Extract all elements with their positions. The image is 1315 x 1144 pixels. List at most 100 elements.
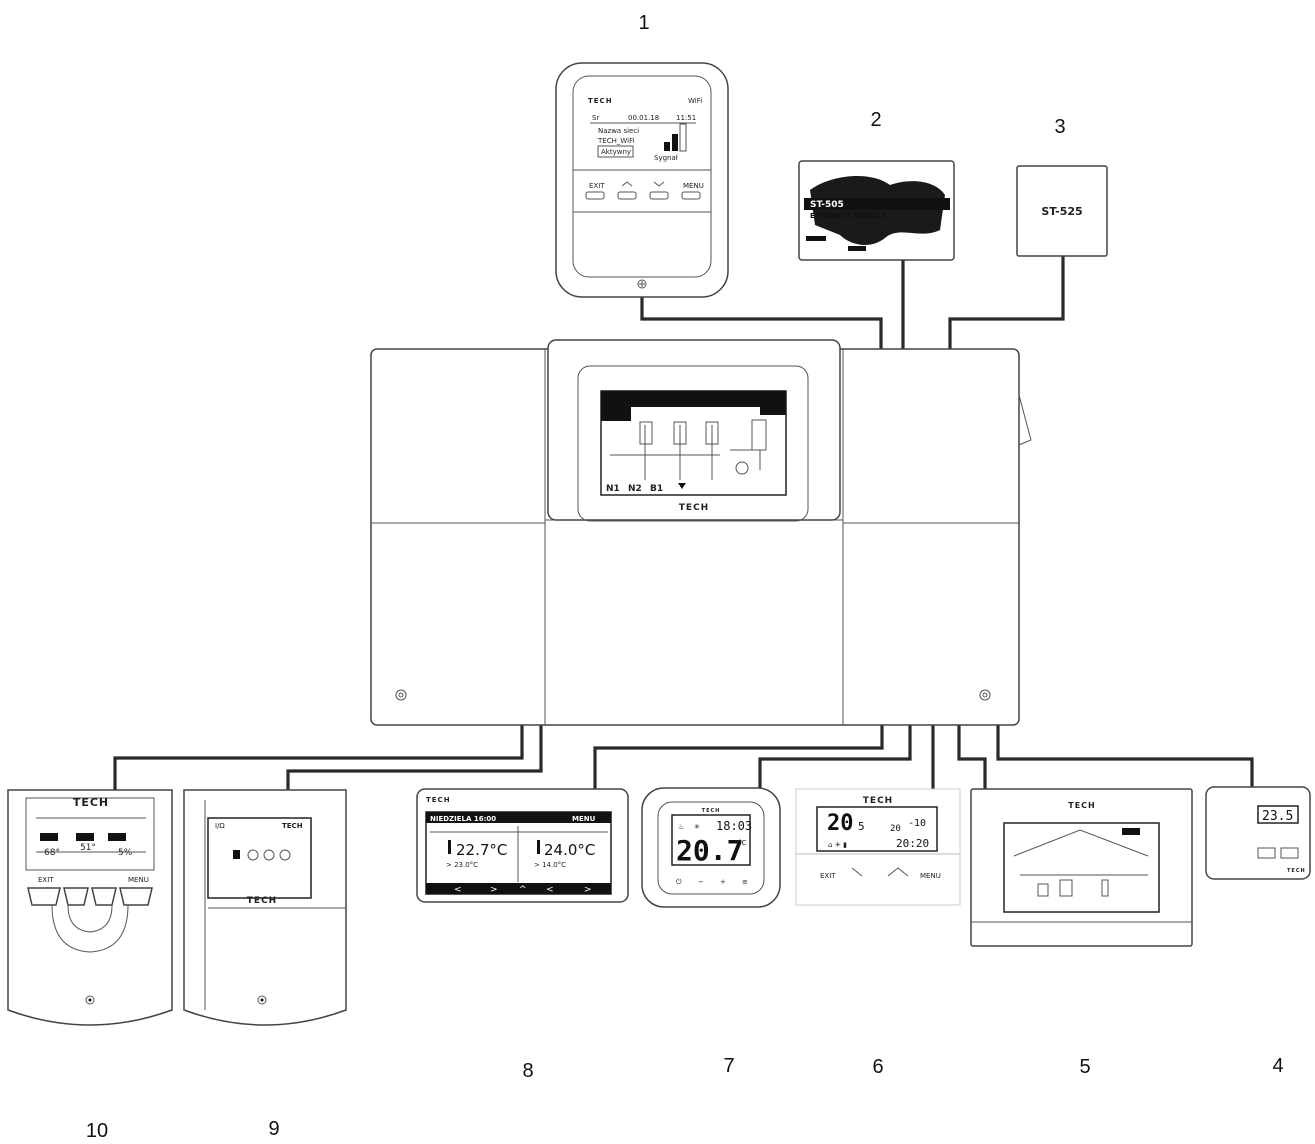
chevron-down-icon [653, 181, 665, 187]
label-9: 9 [268, 1118, 279, 1140]
chevron-down-icon [851, 867, 863, 877]
device6-time: 20:20 [896, 837, 929, 850]
device6-big-temp-dec: 5 [858, 820, 865, 833]
device8-menu: MENU [572, 815, 596, 823]
device7-touch-buttons: ⏻ − + ≡ [676, 878, 748, 886]
device7-time: 18:03 [716, 819, 752, 833]
device10-buttons: EXIT MENU [27, 876, 153, 906]
device8-nav-4: < [546, 885, 554, 895]
device-4-room-sensor: 23.5 TECH [1205, 786, 1311, 880]
device7-unit: °C [738, 839, 747, 847]
device1-button-row: EXIT MENU [585, 181, 704, 200]
device1-status: Aktywny [601, 148, 631, 156]
screw-icon [257, 995, 267, 1005]
device5-logo: TECH [1068, 801, 1096, 810]
device9-icons [233, 849, 291, 861]
device2-subtitle: ETHERNET MODULE [810, 212, 887, 220]
device1-exit-label: EXIT [589, 182, 605, 190]
device-8-touch-panel: TECH NIEDZIELA 16:00 MENU 22.7°C > 23.0°… [416, 788, 629, 903]
label-3: 3 [1054, 116, 1065, 138]
device4-logo: TECH [1287, 868, 1306, 874]
device8-temp-1: 22.7°C [456, 841, 507, 859]
device6-status-icons: ⌂ ☀ ▮ [828, 841, 847, 849]
device8-set-1: > 23.0°C [446, 861, 478, 869]
label-8: 8 [522, 1060, 533, 1082]
device10-menu-label: MENU [128, 876, 149, 884]
thermometer-icon [448, 840, 451, 854]
screw-icon [85, 995, 95, 1005]
connection-wires [113, 228, 1254, 792]
device7-temp: 20.7 [676, 834, 743, 867]
minus-icon: − [698, 878, 704, 886]
screw-icon [979, 689, 991, 701]
sun-icon: ✳ [694, 823, 700, 831]
label-6: 6 [872, 1056, 883, 1078]
device9-status: I/Ω [215, 822, 225, 830]
screen-label-n2: N2 [628, 484, 642, 494]
device1-network-label: Nazwa sieci [598, 127, 639, 135]
chevron-up-icon [887, 867, 909, 877]
device7-logo: TECH [702, 808, 721, 814]
device-10-controller: TECH 68° 51° 5% EXIT MENU [7, 789, 173, 1026]
menu-icon: ≡ [742, 878, 748, 886]
label-7: 7 [723, 1055, 734, 1077]
device6-small-temp: 20 [890, 824, 901, 834]
device8-header: NIEDZIELA 16:00 [430, 815, 496, 823]
device-7-room-regulator: TECH ♨ ✳ 18:03 20.7 °C ⏻ − + ≡ [641, 787, 781, 908]
device2-model: ST-505 [810, 200, 844, 210]
device-2-st505: ST-505 ETHERNET MODULE [798, 160, 955, 261]
device1-menu-label: MENU [683, 182, 704, 190]
device6-outdoor: -10 [908, 818, 926, 829]
device-6-room-regulator: TECH 20 5 -10 20 20:20 ⌂ ☀ ▮ EXIT MENU [795, 788, 961, 906]
device1-logo: TECH [588, 97, 613, 105]
device6-exit-label: EXIT [820, 872, 836, 880]
device3-model: ST-525 [1041, 205, 1082, 218]
device1-signal: Sygnał [654, 154, 678, 162]
world-map-icon [810, 175, 945, 246]
label-5: 5 [1079, 1056, 1090, 1078]
device8-nav-2: > [490, 885, 498, 895]
device8-nav-5: > [584, 885, 592, 895]
device10-value-3: 5% [118, 848, 133, 858]
device6-big-temp: 20 [827, 811, 854, 836]
device6-logo: TECH [863, 796, 893, 806]
device-5-touch-panel: TECH [970, 788, 1193, 947]
screw-icon [395, 689, 407, 701]
device8-temp-2: 24.0°C [544, 841, 595, 859]
device6-menu-label: MENU [920, 872, 941, 880]
label-1: 1 [638, 12, 649, 34]
label-10: 10 [86, 1120, 108, 1142]
device-3-st525: ST-525 [1016, 165, 1108, 257]
device10-exit-label: EXIT [38, 876, 54, 884]
screw-icon [637, 279, 647, 289]
device10-value-2: 51° [80, 843, 96, 853]
device4-display: 23.5 [1262, 809, 1293, 824]
device1-date: 00.01.18 [628, 114, 659, 122]
chevron-up-icon [621, 181, 633, 187]
label-4: 4 [1272, 1055, 1283, 1077]
label-2: 2 [870, 109, 881, 131]
device8-logo: TECH [426, 796, 451, 804]
device1-day: Sr [592, 114, 599, 122]
thermometer-icon [537, 840, 540, 854]
house-roof-icon [1013, 829, 1149, 857]
device9-screen-logo: TECH [282, 822, 303, 830]
screen-label-b1: B1 [650, 484, 663, 494]
device-9-controller: I/Ω TECH TECH [183, 789, 347, 1026]
triangle-down-icon [678, 483, 686, 489]
plus-icon: + [720, 878, 726, 886]
device1-time: 11:51 [676, 114, 696, 122]
device8-nav-1: < [454, 885, 462, 895]
device9-logo: TECH [247, 896, 277, 906]
main-controller: N1 N2 B1 TECH [370, 339, 1032, 726]
screen-label-n1: N1 [606, 484, 620, 494]
main-logo: TECH [679, 503, 709, 513]
signal-bars-icon [664, 123, 687, 152]
main-screen: N1 N2 B1 [600, 390, 787, 496]
device10-logo: TECH [73, 796, 109, 809]
device1-wifi-label: WiFi [688, 97, 702, 105]
device8-set-2: > 14.0°C [534, 861, 566, 869]
flame-icon: ♨ [678, 823, 684, 831]
device-1-wifi-module: TECH WiFi Sr 00.01.18 11:51 Nazwa sieci … [555, 62, 729, 298]
